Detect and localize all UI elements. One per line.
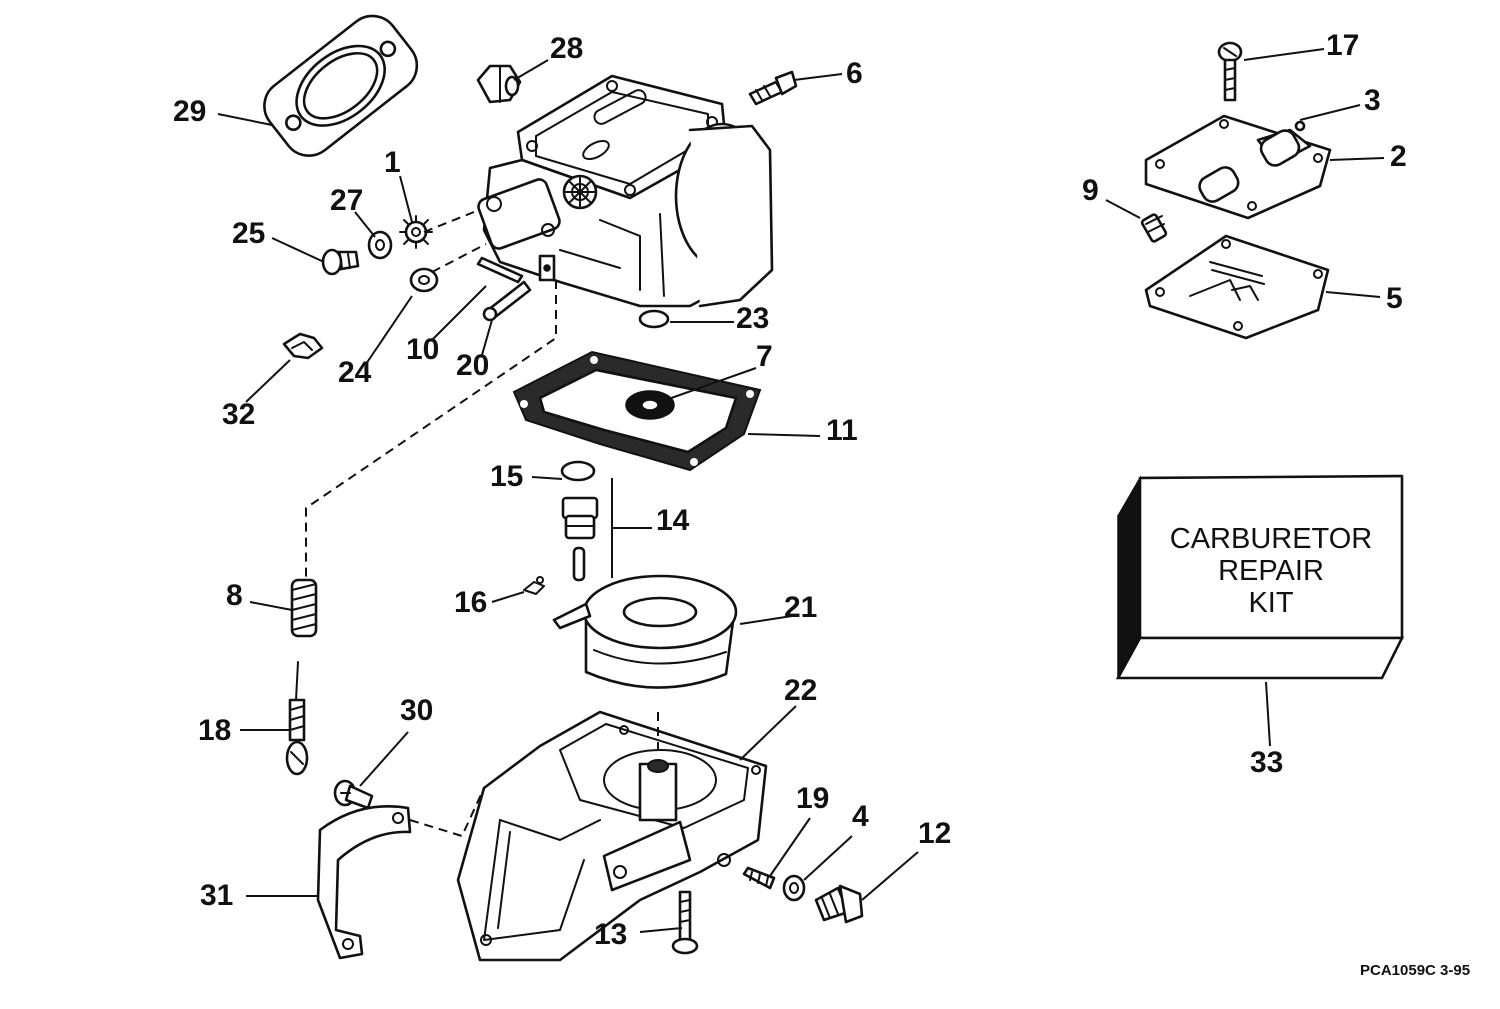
callout-20: 20: [456, 349, 490, 382]
callout-4: 4: [852, 800, 869, 833]
callout-18: 18: [198, 714, 232, 747]
o-ring-part-23: [638, 309, 670, 329]
callout-9: 9: [1082, 174, 1099, 207]
screw-part-19: [742, 866, 776, 890]
callout-27: 27: [330, 184, 364, 217]
o-ring-part-15: [560, 460, 596, 482]
screen-part-9: [1140, 213, 1168, 243]
diaphragm-center-part-7: [625, 390, 675, 420]
callout-7: 7: [756, 340, 773, 373]
repair-kit-line-2: REPAIR: [1218, 555, 1324, 587]
callout-21: 21: [784, 591, 818, 624]
screw-part-30: [333, 779, 374, 810]
hex-nut-part-28: [476, 64, 522, 104]
repair-kit-line-3: KIT: [1248, 587, 1294, 619]
callout-17: 17: [1326, 29, 1360, 62]
repair-kit-line-1: CARBURETOR: [1169, 523, 1373, 555]
callout-32: 32: [222, 398, 256, 431]
callout-13: 13: [594, 918, 628, 951]
washer-part-24: [409, 267, 439, 293]
pump-cover-part-2: [1144, 114, 1332, 220]
callout-29: 29: [173, 95, 207, 128]
needle-seat-part-14: [561, 496, 599, 582]
callout-11: 11: [826, 414, 858, 447]
washer-part-27: [367, 230, 393, 260]
clamp-part-31: [316, 805, 412, 960]
callout-10: 10: [406, 333, 440, 366]
float-bowl-part-22: [456, 710, 768, 962]
callout-16: 16: [454, 586, 488, 619]
screw-part-17: [1217, 41, 1243, 102]
float-part-21: [552, 574, 738, 689]
repair-kit-label: CARBURETOR REPAIR KIT: [1140, 523, 1402, 619]
callout-8: 8: [226, 579, 243, 612]
lock-washer-part-1: [399, 215, 433, 249]
screw-part-13: [671, 890, 699, 955]
figure-code: PCA1059C 3-95: [1360, 962, 1471, 979]
clip-part-32: [282, 332, 324, 360]
callout-3: 3: [1364, 84, 1381, 117]
callout-12: 12: [918, 817, 952, 850]
callout-24: 24: [338, 356, 372, 389]
callout-1: 1: [384, 146, 401, 179]
leader-lines: [217, 48, 1385, 933]
callout-6: 6: [846, 57, 863, 90]
callout-30: 30: [400, 694, 434, 727]
callout-2: 2: [1390, 140, 1407, 173]
screw-part-6: [748, 70, 798, 106]
carburetor-main-body: [477, 74, 774, 308]
screw-part-20: [482, 280, 532, 322]
dashed-assembly-lines: [305, 211, 659, 838]
callout-23: 23: [736, 302, 770, 335]
callout-14: 14: [656, 504, 690, 537]
screw-part-25: [321, 248, 360, 276]
repair-kit-box: [1115, 474, 1405, 680]
callout-31: 31: [200, 879, 234, 912]
idle-screw-part-18: [285, 661, 309, 776]
clip-part-16: [523, 576, 545, 595]
plug-part-12: [814, 884, 864, 924]
callout-25: 25: [232, 217, 266, 250]
callout-22: 22: [784, 674, 818, 707]
washer-part-4: [782, 874, 806, 902]
callout-19: 19: [796, 782, 830, 815]
callout-5: 5: [1386, 282, 1403, 315]
spring-part-8: [290, 578, 318, 638]
callout-33: 33: [1250, 746, 1284, 779]
callout-15: 15: [490, 460, 524, 493]
callout-28: 28: [550, 32, 584, 65]
pump-diaphragm-part-5: [1144, 234, 1330, 340]
gasket-part-29: [263, 14, 419, 157]
pin-part-10: [476, 256, 524, 284]
